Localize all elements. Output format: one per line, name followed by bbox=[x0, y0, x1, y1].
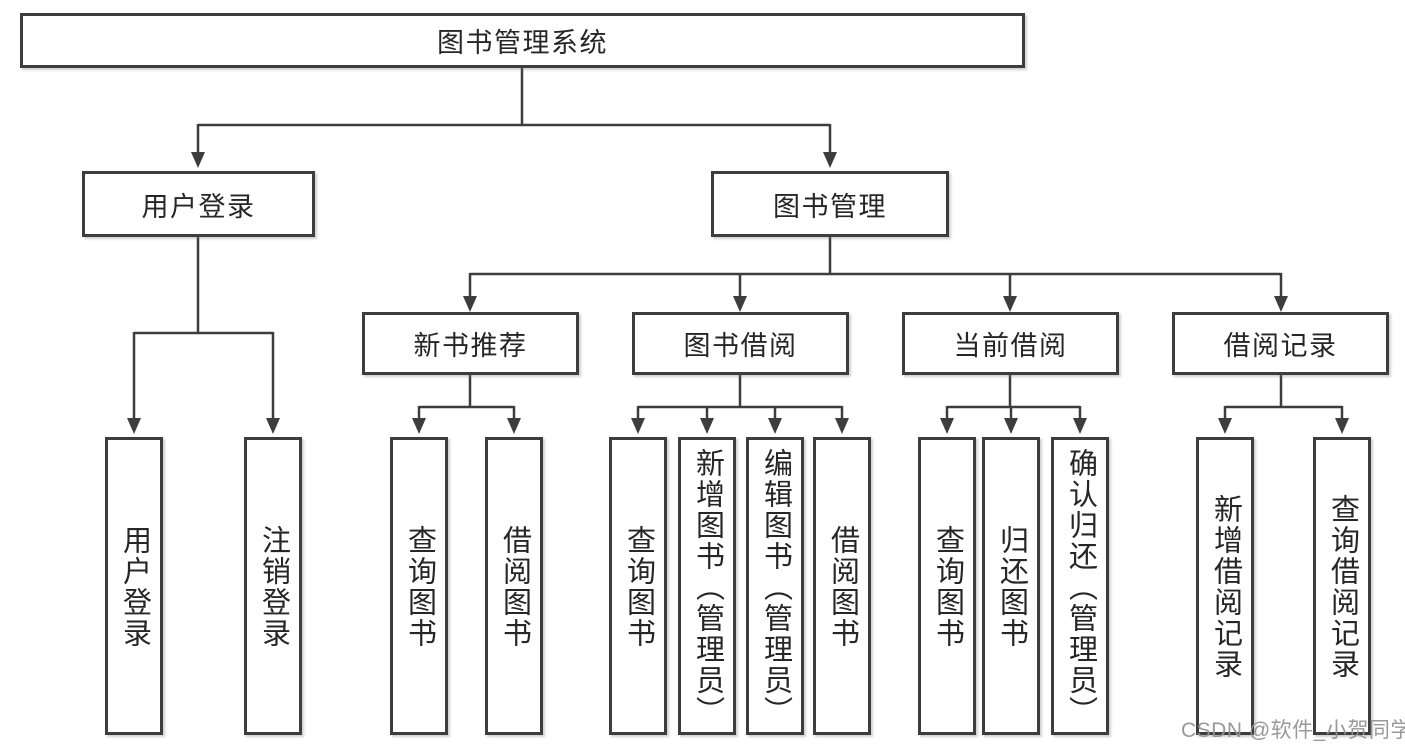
leaf-return-books: 归还图书 bbox=[982, 437, 1040, 735]
leaf-query-borrow-record-label: 查询借阅记录 bbox=[1326, 494, 1359, 680]
leaf-add-borrow-record-label: 新增借阅记录 bbox=[1209, 494, 1242, 680]
node-library-management-system: 图书管理系统 bbox=[20, 13, 1025, 68]
leaf-newbook-query-books-label: 查询图书 bbox=[403, 525, 436, 649]
leaf-borrowing-borrow-books: 借阅图书 bbox=[813, 437, 871, 735]
node-current-borrowing: 当前借阅 bbox=[902, 312, 1119, 375]
leaf-query-borrow-record: 查询借阅记录 bbox=[1313, 437, 1371, 735]
leaf-add-book-admin-label: 新增图书（管理员） bbox=[691, 447, 724, 727]
leaf-confirm-return-admin-label: 确认归还（管理员） bbox=[1064, 447, 1097, 727]
leaf-logout: 注销登录 bbox=[244, 437, 302, 735]
leaf-user-login-label: 用户登录 bbox=[118, 525, 151, 649]
leaf-add-borrow-record: 新增借阅记录 bbox=[1196, 437, 1254, 735]
leaf-newbook-borrow-books-label: 借阅图书 bbox=[498, 525, 531, 649]
leaf-confirm-return-admin: 确认归还（管理员） bbox=[1051, 437, 1109, 735]
leaf-user-login: 用户登录 bbox=[105, 437, 163, 735]
leaf-newbook-borrow-books: 借阅图书 bbox=[485, 437, 543, 735]
csdn-watermark: CSDN @软件_小贺同学 bbox=[1181, 719, 1405, 742]
leaf-newbook-query-books: 查询图书 bbox=[390, 437, 448, 735]
node-new-book-recommendation: 新书推荐 bbox=[362, 312, 579, 375]
node-borrowing-records: 借阅记录 bbox=[1172, 312, 1389, 375]
node-user-login-branch: 用户登录 bbox=[82, 171, 315, 237]
leaf-logout-label: 注销登录 bbox=[257, 525, 290, 649]
leaf-borrowing-query-books-label: 查询图书 bbox=[622, 525, 655, 649]
node-book-borrowing: 图书借阅 bbox=[632, 312, 849, 375]
node-book-management-branch: 图书管理 bbox=[711, 171, 949, 237]
leaf-add-book-admin: 新增图书（管理员） bbox=[678, 437, 736, 735]
leaf-borrowing-query-books: 查询图书 bbox=[609, 437, 667, 735]
leaf-current-query-books-label: 查询图书 bbox=[931, 525, 964, 649]
leaf-edit-book-admin: 编辑图书（管理员） bbox=[746, 437, 804, 735]
leaf-current-query-books: 查询图书 bbox=[918, 437, 976, 735]
leaf-return-books-label: 归还图书 bbox=[995, 525, 1028, 649]
leaf-edit-book-admin-label: 编辑图书（管理员） bbox=[759, 447, 792, 727]
leaf-borrowing-borrow-books-label: 借阅图书 bbox=[826, 525, 859, 649]
